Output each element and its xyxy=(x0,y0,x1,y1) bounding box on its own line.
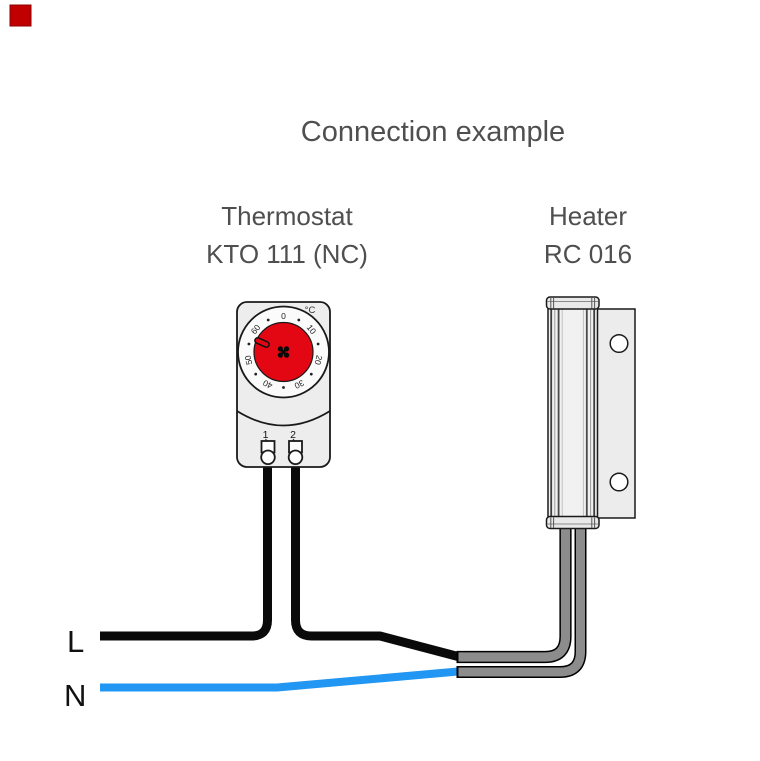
thermostat-label-line2: KTO 111 (NC) xyxy=(206,239,368,269)
heater-lead1 xyxy=(458,520,571,662)
dial-tick-dots xyxy=(247,318,320,389)
terminal2-number: 2 xyxy=(290,429,296,441)
heater-fins xyxy=(550,304,596,522)
red-square-logo xyxy=(9,4,32,27)
dial-mark-40: 40 xyxy=(261,378,274,391)
thermostat-label-line1: Thermostat xyxy=(221,201,353,231)
dial-mark-50: 50 xyxy=(242,354,254,366)
dial-mark-20: 20 xyxy=(313,354,325,366)
live-wire-segment-to-terminal1 xyxy=(100,458,272,641)
dial-mark-0: 0 xyxy=(281,311,286,321)
neutral-label: N xyxy=(64,678,86,713)
terminal2-screw xyxy=(287,449,304,466)
heater-cap-bottom xyxy=(545,515,600,530)
mounting-hole-bottom xyxy=(609,472,629,492)
diagram-title: Connection example xyxy=(301,116,565,148)
live-wire xyxy=(100,458,460,661)
neutral-wire xyxy=(100,667,459,692)
heater-lead1-outline xyxy=(456,520,572,664)
heater-lead2 xyxy=(458,520,585,677)
heater-device xyxy=(545,296,636,530)
housing-seam-arc xyxy=(236,410,331,427)
terminal-block: 1 2 xyxy=(260,429,304,466)
knob-center-screw xyxy=(277,346,290,358)
heater-label-line2: RC 016 xyxy=(544,239,632,269)
knob-indicator-slot xyxy=(254,337,270,348)
mounting-hole-top xyxy=(609,333,629,354)
heater-body xyxy=(547,302,599,524)
heater-label-line1: Heater xyxy=(549,201,627,231)
heater-leads xyxy=(456,520,587,678)
live-label: L xyxy=(67,624,84,659)
heater-cap-top xyxy=(545,296,600,310)
thermostat-device: °C 0 10 20 30 40 50 60 xyxy=(236,301,331,468)
live-wire-segment-to-heater xyxy=(291,458,460,661)
terminal1-number: 1 xyxy=(263,429,269,441)
terminal1-screw xyxy=(260,449,276,466)
dial-unit-label: °C xyxy=(305,305,316,316)
dial-mark-30: 30 xyxy=(293,378,306,391)
